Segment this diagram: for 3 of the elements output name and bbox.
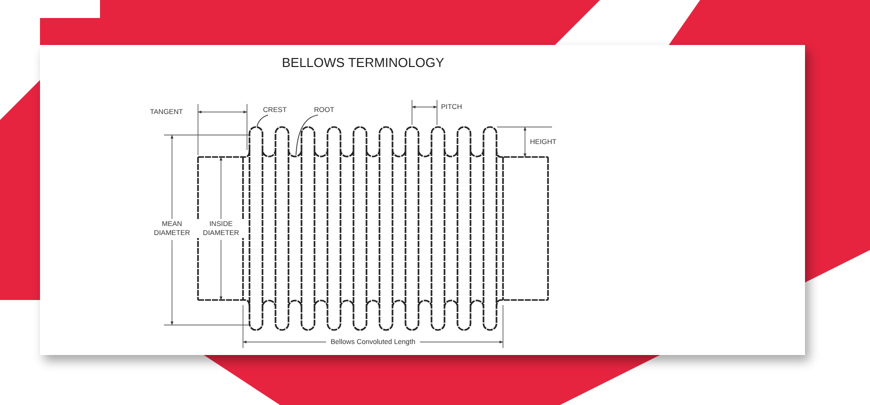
leader-line	[256, 114, 268, 127]
diagram-title: BELLOWS TERMINOLOGY	[282, 55, 444, 70]
leader-line	[296, 114, 318, 156]
